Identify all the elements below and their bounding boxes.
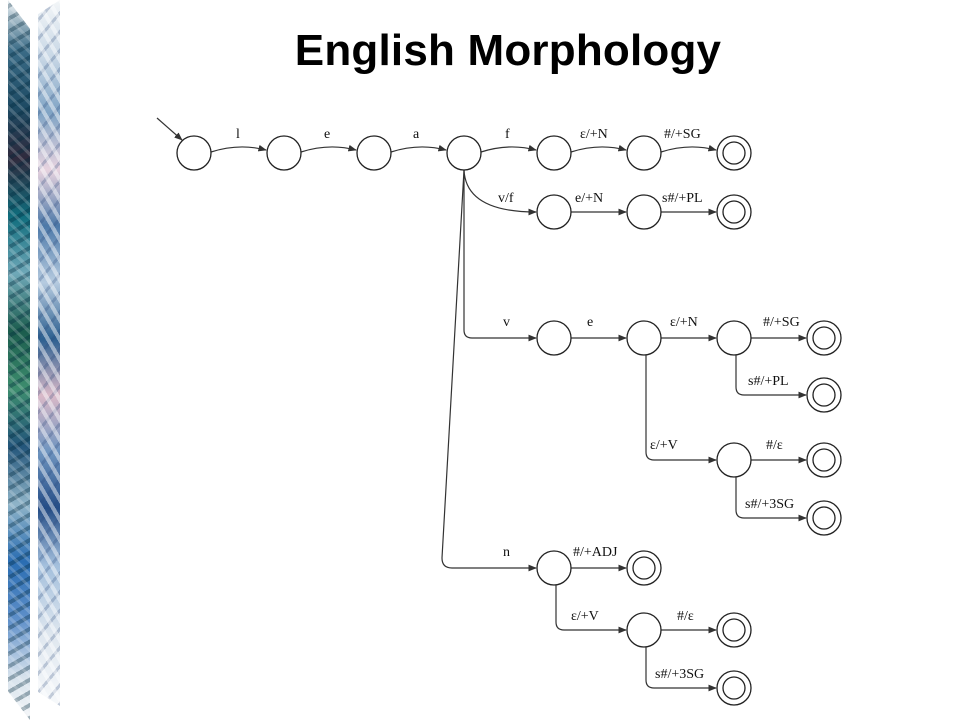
slide-title: English Morphology [294, 26, 722, 75]
state-leave [626, 320, 662, 356]
arc-label-s-3sg-4: s#/+3SG [655, 667, 704, 682]
decorative-marbled-strip-light [38, 0, 60, 706]
arc-label-eps-n-1: ε/+N [580, 127, 608, 142]
arc-a [390, 144, 447, 153]
arc-label-e-n: e/+N [575, 191, 603, 206]
arc-eps-v-3 [645, 355, 717, 464]
arc-label-v: v [503, 315, 510, 330]
arc-label-hash-sg-3: #/+SG [763, 315, 800, 330]
arc-label-e: e [324, 127, 330, 142]
state-l [266, 135, 302, 171]
state-start [176, 135, 212, 171]
arc-s-3sg-4 [645, 647, 717, 692]
arc-label-l: l [236, 127, 240, 142]
arc-s-3sg-3 [735, 477, 807, 522]
final-state-lean-verb-inner [722, 618, 746, 642]
arc-label-eps-v-4: ε/+V [571, 609, 599, 624]
decorative-marbled-strip-dark [8, 0, 30, 720]
arc-e [300, 144, 357, 153]
state-lea [446, 135, 482, 171]
arc-label-eps-n-3: ε/+N [670, 315, 698, 330]
state-leaf-n [626, 135, 662, 171]
final-state-leaves-pl-2-inner [812, 383, 836, 407]
arc-vf [463, 169, 537, 216]
arc-label-hash-sg-1: #/+SG [664, 127, 701, 142]
state-leav-2 [536, 320, 572, 356]
state-leave-n [626, 194, 662, 230]
state-lean-verb [626, 612, 662, 648]
final-state-leaf-sg-inner [722, 141, 746, 165]
final-state-leans-3sg-inner [722, 676, 746, 700]
arc-l [210, 144, 267, 153]
arc-label-vf: v/f [498, 191, 514, 206]
arc-label-hash-eps-3: #/ε [766, 438, 783, 453]
final-state-lean-adj-inner [632, 556, 656, 580]
arc-label-f: f [505, 127, 510, 142]
arc-label-s-pl-3: s#/+PL [748, 374, 789, 389]
arc-label-eps-v-3: ε/+V [650, 438, 678, 453]
arc-label-a: a [413, 127, 420, 142]
state-leav [536, 194, 572, 230]
arc-label-s-pl-1: s#/+PL [662, 191, 703, 206]
arc-eps-v-4 [555, 585, 627, 634]
final-state-leave-sg-inner [812, 326, 836, 350]
arc-eps-n-1 [570, 144, 627, 153]
start-arrow [156, 117, 183, 141]
arc-f [480, 144, 537, 153]
arc-hash-sg-1 [660, 144, 717, 153]
arc-label-hash-adj: #/+ADJ [573, 545, 618, 560]
state-lean [536, 550, 572, 586]
arc-s-pl-3 [735, 355, 807, 399]
arc-label-n: n [503, 545, 510, 560]
final-state-leaves-3sg-inner [812, 506, 836, 530]
arc-n [441, 169, 537, 572]
state-leave-noun [716, 320, 752, 356]
state-leaf [536, 135, 572, 171]
state-le [356, 135, 392, 171]
arc-label-e-3: e [587, 315, 593, 330]
state-leave-verb [716, 442, 752, 478]
arc-v [463, 170, 537, 342]
arc-label-s-3sg-3: s#/+3SG [745, 497, 794, 512]
final-state-leave-verb-inner [812, 448, 836, 472]
final-state-leaves-pl-inner [722, 200, 746, 224]
arc-label-hash-eps-4: #/ε [677, 609, 694, 624]
